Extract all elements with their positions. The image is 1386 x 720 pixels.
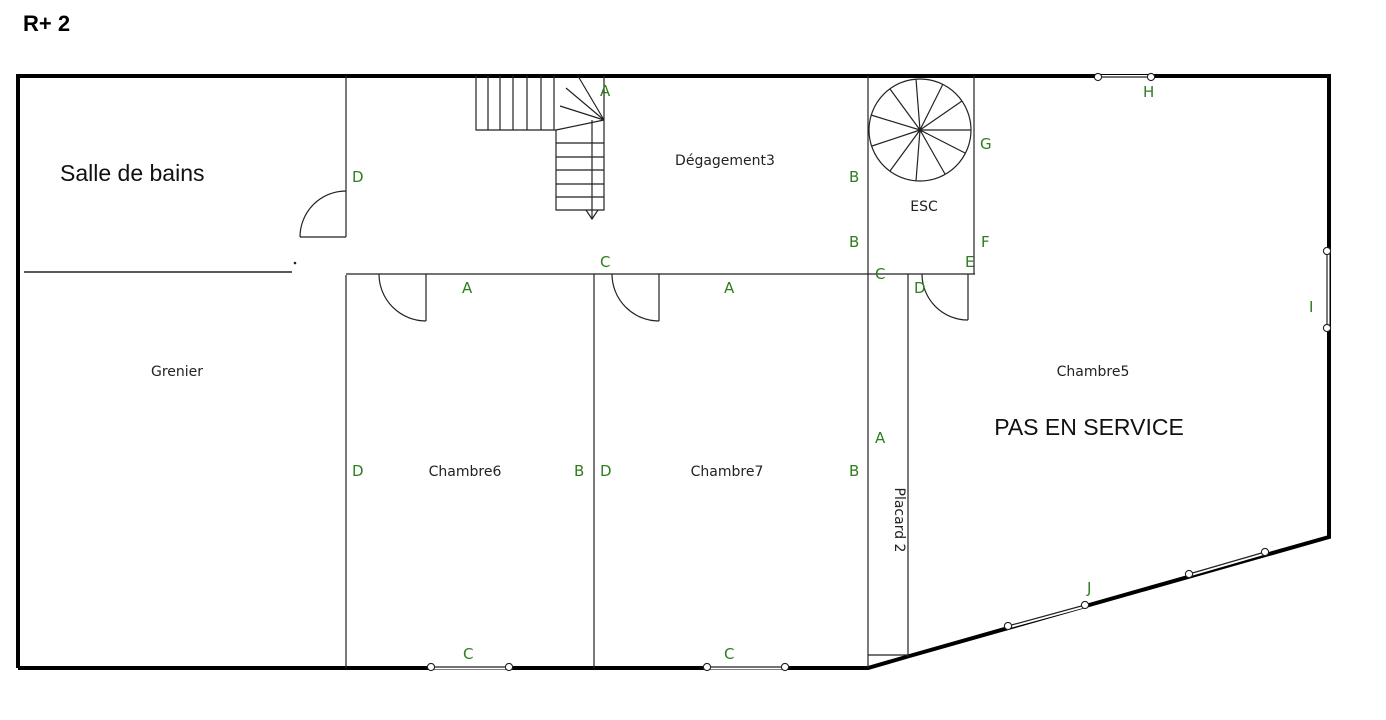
room-label-esc: ESC bbox=[910, 199, 938, 215]
room-label-chambre7: Chambre7 bbox=[691, 464, 764, 480]
wall-label: H bbox=[1143, 83, 1154, 101]
wall-label: I bbox=[1309, 298, 1313, 316]
wall-label: D bbox=[914, 279, 926, 297]
wall-label: C bbox=[600, 253, 610, 271]
spiral-staircase bbox=[868, 78, 972, 182]
interior-walls bbox=[24, 76, 975, 668]
doors bbox=[299, 190, 969, 322]
wall-label: A bbox=[724, 279, 735, 297]
wall-label: A bbox=[600, 82, 611, 100]
wall-label: B bbox=[849, 462, 859, 480]
windows bbox=[426, 72, 1332, 672]
room-label-chambre5: Chambre5 bbox=[1057, 364, 1130, 380]
notice-pas-en-service: PAS EN SERVICE bbox=[994, 414, 1184, 440]
wall-label: B bbox=[574, 462, 584, 480]
wall-label: A bbox=[875, 429, 886, 447]
wall-label: C bbox=[724, 645, 734, 663]
wall-label: B bbox=[849, 168, 859, 186]
room-label-chambre6: Chambre6 bbox=[429, 464, 502, 480]
room-label-placard: Placard 2 bbox=[891, 488, 907, 553]
wall-label: E bbox=[965, 253, 974, 271]
wall-label: B bbox=[849, 233, 859, 251]
wall-label: D bbox=[352, 462, 364, 480]
staircase bbox=[475, 75, 605, 221]
wall-label: C bbox=[875, 265, 885, 283]
outer-walls bbox=[16, 74, 1331, 670]
room-label-grenier: Grenier bbox=[151, 364, 203, 380]
wall-labels: A D B B G F E C C D A A D B D B A H I J … bbox=[352, 82, 1313, 663]
wall-label: J bbox=[1086, 579, 1091, 597]
wall-label: D bbox=[352, 168, 364, 186]
room-label-salle-de-bains: Salle de bains bbox=[60, 160, 205, 186]
wall-label: G bbox=[980, 135, 992, 153]
room-label-degagement: Dégagement3 bbox=[675, 153, 775, 169]
floor-title: R+ 2 bbox=[23, 11, 70, 36]
wall-label: C bbox=[463, 645, 473, 663]
wall-label: F bbox=[981, 233, 990, 251]
wall-label: D bbox=[600, 462, 612, 480]
wall-label: A bbox=[462, 279, 473, 297]
